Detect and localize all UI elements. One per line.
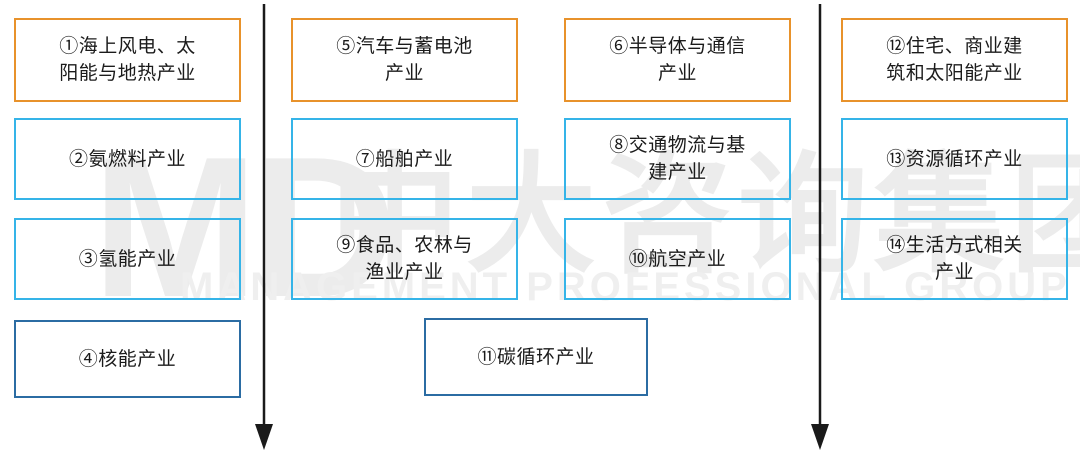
box-7-shipbuilding[interactable]: ⑦船舶产业 [291, 118, 518, 200]
box-label: ①海上风电、太 阳能与地热产业 [59, 35, 196, 84]
divider-arrow-right [811, 4, 829, 450]
box-9-food-agriculture-forestry-fishery[interactable]: ⑨食品、农林与 渔业产业 [291, 218, 518, 300]
box-5-automotive-battery[interactable]: ⑤汽车与蓄电池 产业 [291, 18, 518, 102]
box-4-nuclear-energy[interactable]: ④核能产业 [14, 320, 241, 398]
box-label: ②氨燃料产业 [68, 147, 186, 170]
box-11-carbon-cycle[interactable]: ⑪碳循环产业 [424, 318, 648, 396]
box-14-lifestyle-related[interactable]: ⑭生活方式相关 产业 [841, 218, 1068, 300]
box-12-residential-commercial-solar[interactable]: ⑫住宅、商业建 筑和太阳能产业 [841, 18, 1068, 102]
box-label: ④核能产业 [78, 347, 177, 370]
box-3-hydrogen-energy[interactable]: ③氢能产业 [14, 218, 241, 300]
box-label: ⑦船舶产业 [355, 147, 454, 170]
box-label: ⑧交通物流与基 建产业 [609, 134, 746, 183]
box-label: ⑩航空产业 [628, 247, 727, 270]
box-10-aviation[interactable]: ⑩航空产业 [564, 218, 791, 300]
box-1-offshore-wind-solar-geothermal[interactable]: ①海上风电、太 阳能与地热产业 [14, 18, 241, 102]
box-8-transport-logistics-infrastructure[interactable]: ⑧交通物流与基 建产业 [564, 118, 791, 200]
box-label: ⑬资源循环产业 [886, 147, 1023, 170]
box-label: ⑨食品、农林与 渔业产业 [336, 234, 473, 283]
box-label: ⑤汽车与蓄电池 产业 [336, 35, 473, 84]
box-label: ③氢能产业 [78, 247, 177, 270]
box-label: ⑫住宅、商业建 筑和太阳能产业 [886, 35, 1023, 84]
box-label: ⑪碳循环产业 [477, 345, 595, 368]
divider-arrow-left [255, 4, 273, 450]
box-6-semiconductor-communications[interactable]: ⑥半导体与通信 产业 [564, 18, 791, 102]
box-label: ⑥半导体与通信 产业 [609, 35, 746, 84]
box-2-ammonia-fuel[interactable]: ②氨燃料产业 [14, 118, 241, 200]
box-13-resource-recycling[interactable]: ⑬资源循环产业 [841, 118, 1068, 200]
box-label: ⑭生活方式相关 产业 [886, 234, 1023, 283]
